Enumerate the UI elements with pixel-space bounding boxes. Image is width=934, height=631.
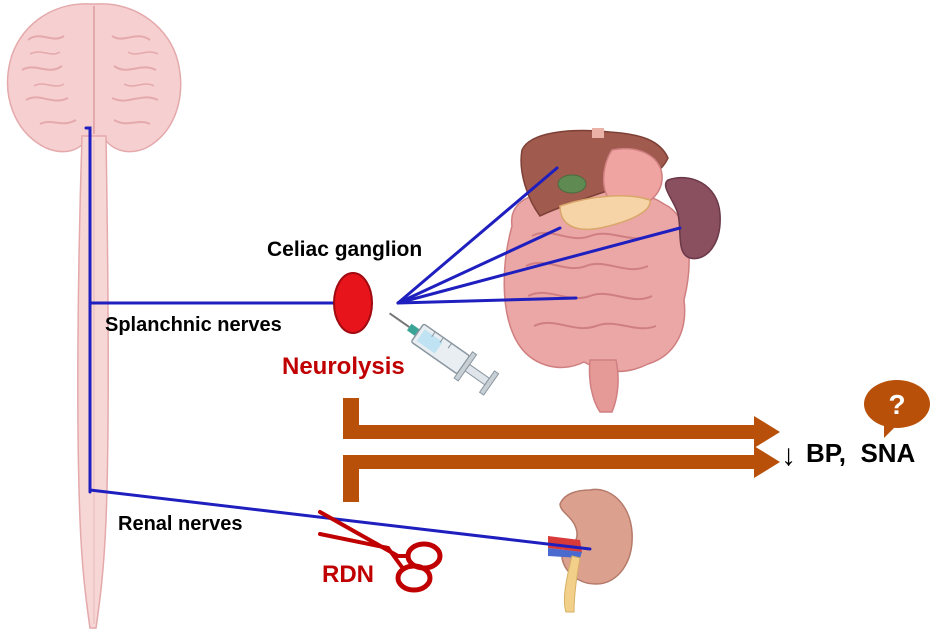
syringe-icon xyxy=(389,312,500,396)
question-mark: ? xyxy=(888,389,905,420)
down-arrow-glyph: ↓ xyxy=(781,439,796,472)
neurolysis-label: Neurolysis xyxy=(282,353,405,380)
celiac-branch-1 xyxy=(396,166,559,305)
abdominal-organs-icon xyxy=(503,128,721,413)
celiac-ganglion-label: Celiac ganglion xyxy=(267,238,422,261)
question-bubble: ? xyxy=(864,380,930,438)
spinal-cord-icon xyxy=(77,135,110,629)
kidney-icon xyxy=(548,488,633,613)
brain-icon xyxy=(6,3,182,153)
splanchnic-nerves-label: Splanchnic nerves xyxy=(105,314,282,336)
renal-nerve-line xyxy=(88,488,592,551)
upper-bracket-arrow xyxy=(343,398,780,448)
scissors-icon xyxy=(318,510,443,593)
celiac-ganglion-node xyxy=(333,272,373,334)
lower-bracket-arrow xyxy=(343,446,780,502)
bp-sna-label: BP, SNA xyxy=(806,438,916,468)
spinal-nerve-trunk xyxy=(84,126,92,494)
outcome-arrows xyxy=(343,398,780,502)
rdn-label: RDN xyxy=(322,561,374,588)
nerve-lines xyxy=(84,126,682,551)
celiac-branch-3 xyxy=(396,226,682,305)
celiac-branch-2 xyxy=(396,226,562,305)
renal-nerves-label: Renal nerves xyxy=(118,513,243,535)
celiac-branch-4 xyxy=(396,296,578,305)
